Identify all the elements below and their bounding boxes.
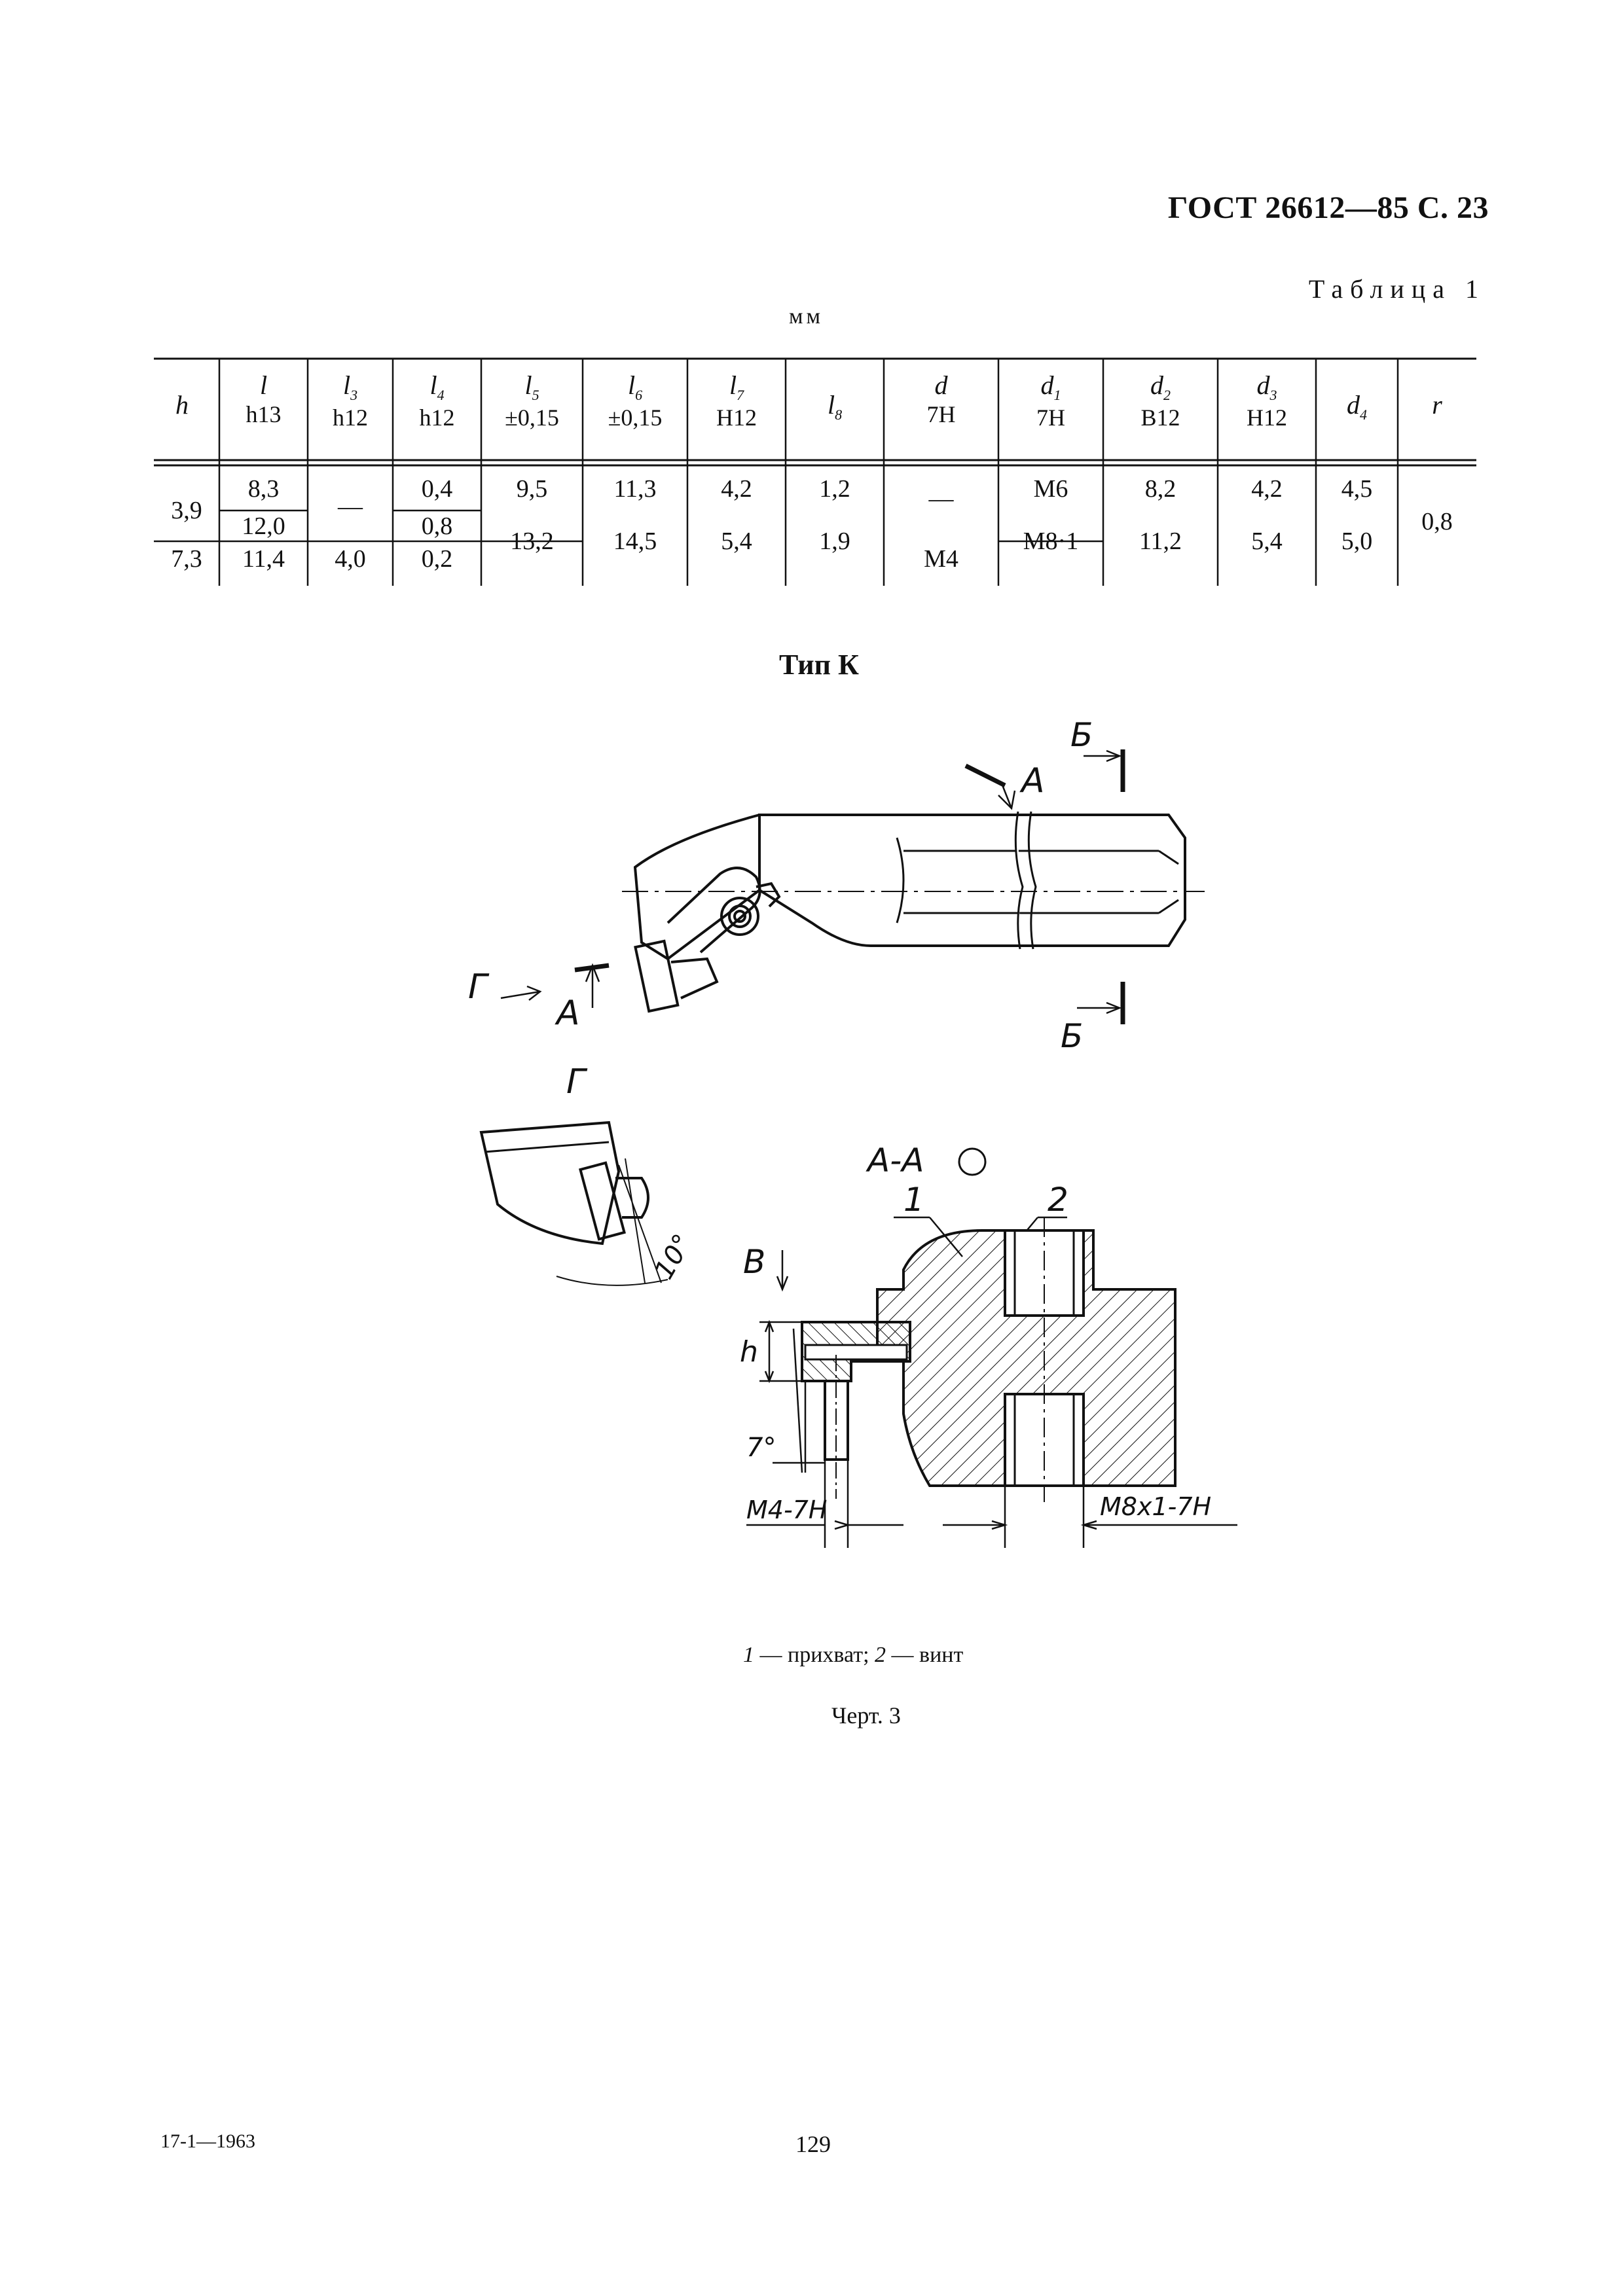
- insert-clamp: [634, 867, 781, 1013]
- label-view-v: В: [743, 1243, 765, 1281]
- cell-d1-1: M6: [1033, 475, 1068, 503]
- drawing-number: Черт. 3: [831, 1702, 901, 1729]
- cell-l7-b: 5,4: [721, 528, 752, 555]
- legend-num-1: 1: [743, 1643, 754, 1667]
- col-d4: d4: [1347, 390, 1367, 423]
- cell-d-b: M4: [924, 545, 958, 573]
- section-a-arrows: [585, 783, 1016, 1008]
- col-l-tol: h13: [246, 401, 282, 427]
- col-h: h: [175, 390, 189, 420]
- label-section-a-bottom: А: [555, 994, 580, 1033]
- footer-code: 17-1—1963: [160, 2130, 255, 2152]
- label-part-1: 1: [903, 1181, 924, 1219]
- page-number: 129: [795, 2131, 831, 2157]
- cell-d2-b: 11,2: [1139, 528, 1182, 555]
- col-d1: d1 7H: [1036, 370, 1065, 431]
- dimension-table-grid: [154, 357, 1476, 586]
- cell-l7-1: 4,2: [721, 475, 752, 503]
- cell-l8-b: 1,9: [819, 528, 850, 555]
- label-angle-10: 10°: [649, 1229, 698, 1284]
- col-d3: d3 H12: [1247, 370, 1287, 431]
- cell-l3-a: —: [338, 493, 363, 520]
- dim-threads: [746, 1460, 1237, 1548]
- cell-l5-1: 9,5: [516, 475, 548, 503]
- label-section-a-top: А: [1019, 761, 1045, 800]
- cell-d3-b: 5,4: [1251, 528, 1283, 555]
- table-caption: Таблица 1: [1308, 274, 1486, 304]
- cell-l3-b: 4,0: [335, 545, 366, 573]
- cell-l8-1: 1,2: [819, 475, 850, 503]
- col-d: d 7H: [926, 370, 956, 427]
- col-l5: l5 ±0,15: [505, 370, 559, 431]
- cell-l6-b: 14,5: [613, 528, 657, 555]
- cell-l4-2: 0,8: [421, 512, 453, 540]
- figure-title: Тип К: [779, 649, 859, 681]
- document-header: ГОСТ 26612—85 С. 23: [1167, 190, 1489, 225]
- cell-d4-b: 5,0: [1341, 528, 1373, 555]
- cell-d-a: —: [928, 485, 954, 512]
- label-section-b-top: Б: [1070, 716, 1093, 754]
- dim-h: [759, 1319, 802, 1384]
- section-b-arrows: [1077, 749, 1122, 1014]
- col-l7: l7 H12: [716, 370, 757, 431]
- cell-l-1: 8,3: [247, 475, 280, 503]
- cell-d2-1: 8,2: [1144, 475, 1176, 503]
- col-l4: l4 h12: [419, 370, 455, 431]
- view-v-arrow: [776, 1250, 789, 1292]
- label-part-2: 2: [1048, 1181, 1068, 1219]
- legend-num-2: 2: [875, 1643, 886, 1667]
- cell-d3-1: 4,2: [1251, 475, 1283, 503]
- view-g-detail: [479, 1121, 668, 1286]
- cell-r: 0,8: [1421, 508, 1453, 535]
- surface-finish-icon: [958, 1147, 987, 1176]
- technical-drawing: А А Б Б Г Г 10° А-А 1 2: [393, 700, 1237, 1571]
- table-units: мм: [789, 304, 824, 329]
- cell-h-b: 7,3: [171, 545, 202, 573]
- dim-angle-7: [773, 1328, 825, 1473]
- cell-l-3: 11,4: [242, 545, 285, 573]
- view-g-arrow: [500, 985, 542, 1001]
- col-l3: l3 h12: [333, 370, 368, 431]
- section-aa-view: [801, 1217, 1176, 1502]
- legend-text-1: — прихват;: [754, 1643, 875, 1667]
- dimension-table: [154, 353, 1476, 586]
- label-angle-7: 7°: [746, 1433, 776, 1463]
- label-view-g-detail: Г: [566, 1062, 588, 1102]
- label-section-aa: А-А: [866, 1141, 924, 1179]
- drawing-canvas: А А Б Б Г Г 10° А-А 1 2: [468, 716, 1237, 1548]
- cell-l4-1: 0,4: [421, 475, 453, 503]
- label-thread-m4: М4-7Н: [746, 1496, 827, 1524]
- col-r: r: [1432, 390, 1442, 420]
- figure-legend: 1 — прихват; 2 — винт: [743, 1643, 963, 1668]
- label-thread-m8: М8х1-7Н: [1100, 1492, 1211, 1521]
- col-d2: d2 B12: [1140, 370, 1180, 431]
- cell-l6-1: 11,3: [613, 475, 657, 503]
- col-l: l h13: [219, 370, 308, 428]
- label-view-g: Г: [468, 967, 490, 1007]
- legend-text-2: — винт: [886, 1643, 964, 1667]
- cell-l-2: 12,0: [242, 512, 285, 540]
- cell-l4-3: 0,2: [421, 545, 453, 573]
- col-l6: l6 ±0,15: [608, 370, 663, 431]
- label-section-b-bottom: Б: [1061, 1017, 1083, 1055]
- cell-d1-b: M8·1: [1023, 528, 1079, 555]
- cell-l5-b: 13,2: [510, 528, 554, 555]
- col-l8: l8: [827, 390, 843, 423]
- section-a-marks: [574, 763, 1006, 973]
- cell-d4-1: 4,5: [1341, 475, 1373, 503]
- tool-main-view: [633, 811, 1186, 961]
- label-dim-h: h: [740, 1335, 758, 1369]
- cell-h-a: 3,9: [171, 497, 202, 524]
